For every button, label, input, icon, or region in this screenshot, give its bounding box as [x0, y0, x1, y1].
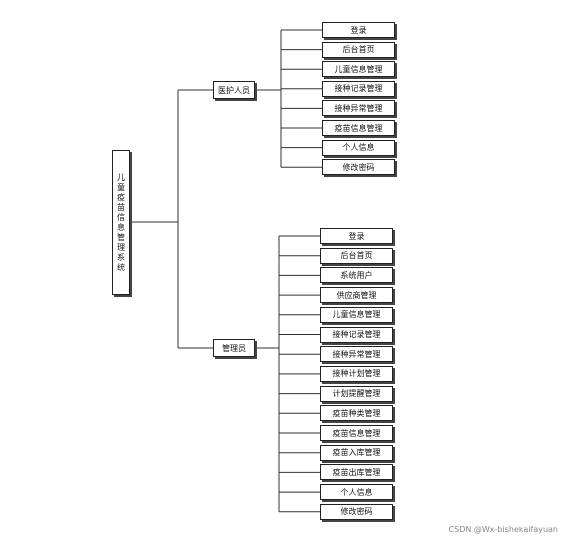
- function-node: 个人信息: [320, 484, 393, 501]
- function-node: 登录: [322, 22, 395, 38]
- function-node: 后台首页: [322, 41, 395, 58]
- function-node: 疫苗出库管理: [320, 464, 393, 481]
- function-node: 个人信息: [322, 139, 395, 156]
- branch-node-administrator: 管理员: [213, 339, 255, 357]
- function-node: 疫苗种类管理: [320, 405, 393, 422]
- watermark: CSDN @Wx-bishekaifayuan: [448, 525, 558, 534]
- root-node: 儿童疫苗信息管理系统: [112, 150, 130, 295]
- function-node: 儿童信息管理: [322, 61, 395, 78]
- function-node: 疫苗信息管理: [320, 425, 393, 441]
- branch-node-medical-staff: 医护人员: [213, 81, 255, 99]
- function-node: 疫苗信息管理: [322, 120, 395, 136]
- function-node: 修改密码: [320, 503, 393, 520]
- function-node: 登录: [320, 228, 393, 244]
- function-node: 后台首页: [320, 247, 393, 264]
- function-node: 疫苗入库管理: [320, 444, 393, 461]
- function-node: 儿童信息管理: [320, 306, 393, 323]
- function-node: 接种异常管理: [320, 346, 393, 363]
- function-node: 接种计划管理: [320, 365, 393, 382]
- function-node: 接种记录管理: [322, 80, 395, 97]
- function-node: 供应商管理: [320, 287, 393, 304]
- function-node: 接种记录管理: [320, 326, 393, 343]
- function-node: 接种异常管理: [322, 100, 395, 117]
- function-node: 系统用户: [320, 267, 393, 284]
- function-node: 修改密码: [322, 159, 395, 176]
- function-node: 计划提醒管理: [320, 385, 393, 402]
